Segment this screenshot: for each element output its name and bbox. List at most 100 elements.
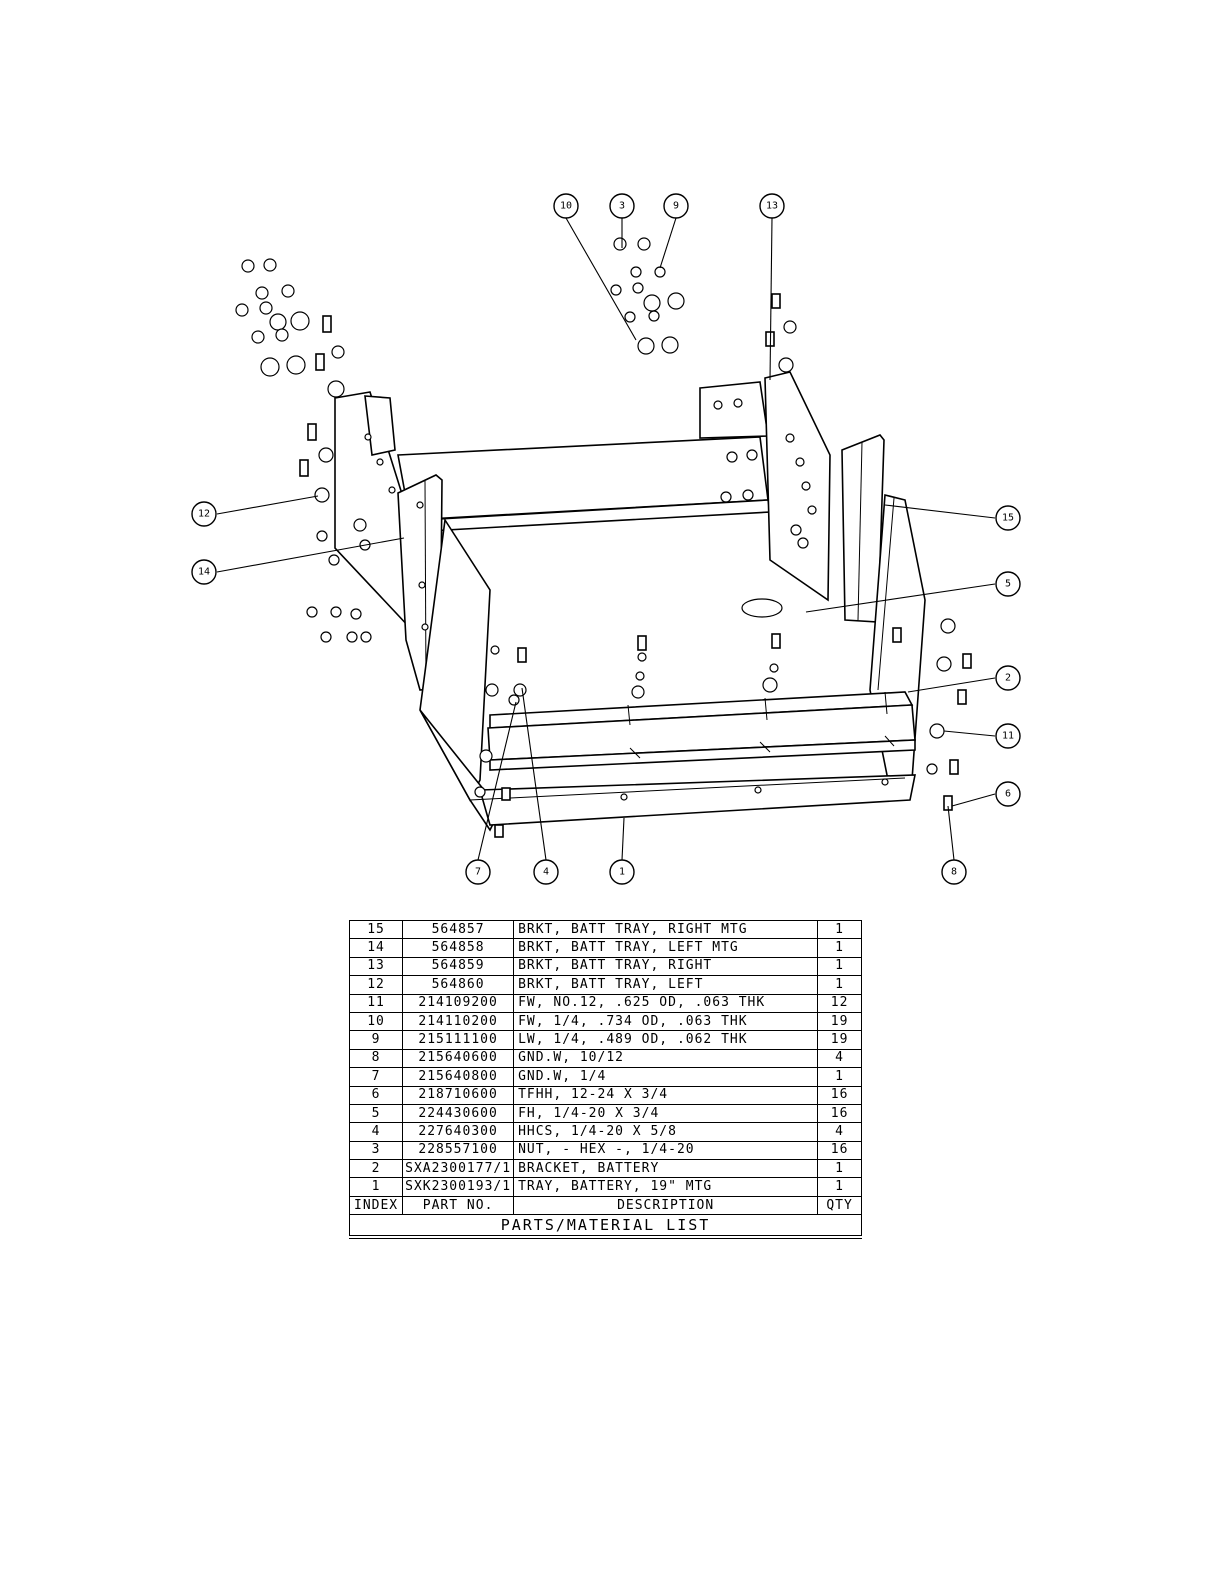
row-qty: 1 — [817, 919, 862, 940]
index-balloon: 9 — [663, 193, 689, 219]
row-qty: 16 — [817, 1140, 862, 1161]
balloon-number: 11 — [1002, 731, 1014, 742]
parts-list-title-row: PARTS/MATERIAL LIST — [349, 1214, 862, 1240]
row-index: 9 — [348, 1030, 404, 1050]
index-balloon: 6 — [995, 781, 1021, 807]
index-balloon: 10 — [553, 193, 579, 219]
balloon-circle — [533, 859, 559, 885]
row-description: TRAY, BATTERY, 19" MTG — [513, 1177, 819, 1197]
row-description: BRACKET, BATTERY — [513, 1159, 819, 1179]
row-qty: 12 — [817, 993, 862, 1013]
row-index: 7 — [348, 1067, 404, 1087]
row-index: 1 — [348, 1177, 404, 1197]
balloon-circle — [995, 571, 1021, 597]
hardware-cluster-top — [610, 237, 685, 355]
index-balloon: 2 — [995, 665, 1021, 691]
right-mounting-bracket — [841, 434, 885, 623]
row-part-no: SXK2300193/1 — [402, 1177, 515, 1197]
row-qty: 19 — [817, 1030, 862, 1050]
row-description: BRKT, BATT TRAY, RIGHT — [513, 956, 819, 977]
index-balloon: 15 — [995, 505, 1021, 531]
balloon-number: 15 — [1002, 513, 1014, 524]
parts-list-title: PARTS/MATERIAL LIST — [349, 1214, 862, 1240]
hardware-cluster-left — [235, 258, 372, 643]
balloon-number: 3 — [619, 201, 625, 212]
index-balloon: 7 — [465, 859, 491, 885]
row-index: 2 — [348, 1159, 404, 1179]
row-index: 5 — [348, 1103, 404, 1124]
row-index: 15 — [348, 919, 404, 940]
row-qty: 19 — [817, 1011, 862, 1032]
row-part-no: 214109200 — [402, 993, 515, 1013]
balloon-circle — [941, 859, 967, 885]
row-description: FW, 1/4, .734 OD, .063 THK — [513, 1011, 819, 1032]
row-description: GND.W, 10/12 — [513, 1048, 819, 1069]
row-part-no: 228557100 — [402, 1140, 515, 1161]
row-qty: 1 — [817, 938, 862, 958]
balloon-number: 9 — [673, 201, 679, 212]
balloon-number: 12 — [198, 509, 210, 520]
row-index: 8 — [348, 1048, 404, 1069]
balloon-circle — [609, 193, 635, 219]
balloon-circle — [995, 665, 1021, 691]
balloon-circle — [995, 781, 1021, 807]
balloon-number: 10 — [560, 201, 572, 212]
index-balloon: 4 — [533, 859, 559, 885]
row-description: FH, 1/4-20 X 3/4 — [513, 1103, 819, 1124]
right-bracket — [699, 371, 831, 602]
row-index: 11 — [348, 993, 404, 1013]
header-qty: QTY — [817, 1195, 862, 1216]
row-qty: 1 — [817, 1067, 862, 1087]
balloon-circle — [191, 559, 217, 585]
row-qty: 1 — [817, 1159, 862, 1179]
row-description: FW, NO.12, .625 OD, .063 THK — [513, 993, 819, 1013]
balloon-number: 7 — [475, 867, 481, 878]
row-part-no: 564858 — [402, 938, 515, 958]
index-balloon: 14 — [191, 559, 217, 585]
leader-lines — [216, 217, 996, 861]
row-index: 10 — [348, 1011, 404, 1032]
header-description: DESCRIPTION — [513, 1195, 819, 1216]
row-part-no: 224430600 — [402, 1103, 515, 1124]
row-qty: 16 — [817, 1085, 862, 1105]
row-part-no: 564860 — [402, 975, 515, 995]
balloon-circle — [465, 859, 491, 885]
row-part-no: 218710600 — [402, 1085, 515, 1105]
row-index: 4 — [348, 1122, 404, 1142]
balloon-circle — [663, 193, 689, 219]
index-balloon: 5 — [995, 571, 1021, 597]
hardware-tray-bolts — [474, 627, 902, 838]
index-balloon: 13 — [759, 193, 785, 219]
row-part-no: 215640800 — [402, 1067, 515, 1087]
row-index: 13 — [348, 956, 404, 977]
balloon-circle — [759, 193, 785, 219]
row-qty: 1 — [817, 956, 862, 977]
row-part-no: 215111100 — [402, 1030, 515, 1050]
balloon-circle — [609, 859, 635, 885]
row-part-no: 215640600 — [402, 1048, 515, 1069]
balloon-circle — [191, 501, 217, 527]
row-index: 3 — [348, 1140, 404, 1161]
index-balloon: 11 — [995, 723, 1021, 749]
balloon-number: 5 — [1005, 579, 1011, 590]
row-description: BRKT, BATT TRAY, LEFT — [513, 975, 819, 995]
index-balloon: 3 — [609, 193, 635, 219]
row-description: BRKT, BATT TRAY, RIGHT MTG — [513, 919, 819, 940]
balloon-number: 6 — [1005, 789, 1011, 800]
row-description: BRKT, BATT TRAY, LEFT MTG — [513, 938, 819, 958]
row-part-no: 564857 — [402, 919, 515, 940]
balloon-number: 1 — [619, 867, 625, 878]
row-description: HHCS, 1/4-20 X 5/8 — [513, 1122, 819, 1142]
